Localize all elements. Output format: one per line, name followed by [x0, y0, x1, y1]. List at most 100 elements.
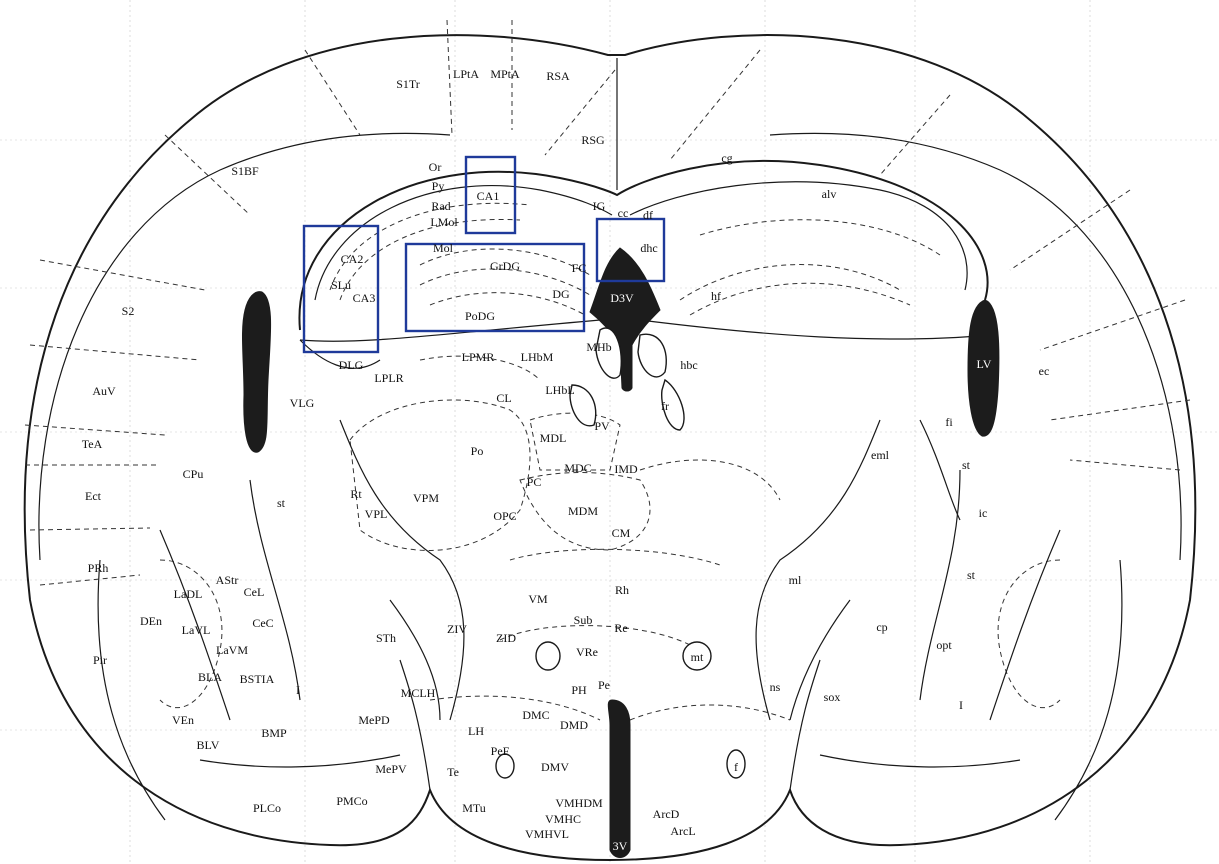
region-label-df: df	[643, 208, 653, 222]
region-label-pc: PC	[527, 475, 542, 489]
region-label-fi: fi	[945, 415, 953, 429]
region-label-cel: CeL	[244, 585, 265, 599]
region-label-ca2: CA2	[341, 252, 364, 266]
region-label-st-r: st	[962, 458, 971, 472]
region-label-dmv: DMV	[541, 760, 569, 774]
region-label-mdc: MDC	[564, 461, 591, 475]
region-label-vmhvl: VMHVL	[525, 827, 569, 841]
region-label-or: Or	[429, 160, 442, 174]
region-label-mepd: MePD	[358, 713, 390, 727]
region-label-rad: Rad	[431, 199, 450, 213]
region-label-d3v: D3V	[610, 291, 634, 305]
region-label-mhb: MHb	[586, 340, 611, 354]
region-label-blv: BLV	[197, 738, 220, 752]
region-label-i-l: I	[296, 683, 300, 697]
region-label-st-l: st	[277, 496, 286, 510]
region-label-sub: Sub	[574, 613, 593, 627]
region-label-pir: Pir	[93, 653, 107, 667]
region-label-ven: VEn	[172, 713, 194, 727]
region-label-pv: PV	[594, 419, 610, 433]
region-label-mpta: MPtA	[490, 67, 520, 81]
region-label-eml: eml	[871, 448, 890, 462]
region-label-lh: LH	[468, 724, 484, 738]
region-label-pef: PeF	[491, 744, 510, 758]
region-label-sox: sox	[824, 690, 841, 704]
region-label-dlg: DLG	[339, 358, 364, 372]
region-label-s1tr: S1Tr	[396, 77, 420, 91]
region-label-arcl: ArcL	[670, 824, 695, 838]
region-label-te: Te	[447, 765, 459, 779]
region-label-podg: PoDG	[465, 309, 495, 323]
region-label-rsg: RSG	[581, 133, 605, 147]
region-label-bla: BLA	[198, 670, 222, 684]
region-label-lmol: LMol	[430, 215, 458, 229]
region-label-vpm: VPM	[413, 491, 439, 505]
region-label-arcd: ArcD	[653, 807, 680, 821]
region-label-st-r2: st	[967, 568, 976, 582]
fornix-hole-left	[536, 642, 560, 670]
region-label-dhc: dhc	[640, 241, 657, 255]
region-label-mclh: MCLH	[401, 686, 436, 700]
region-label-mdm: MDM	[568, 504, 598, 518]
region-label-auv: AuV	[92, 384, 116, 398]
region-label-ladl: LaDL	[174, 587, 203, 601]
region-label-sth: STh	[376, 631, 396, 645]
region-label-f: f	[734, 760, 738, 774]
region-label-lhbm: LHbM	[521, 350, 554, 364]
region-label-rh: Rh	[615, 583, 629, 597]
region-label-lpmr: LPMR	[462, 350, 495, 364]
region-label-s2: S2	[122, 304, 135, 318]
region-label-zid: ZID	[496, 631, 516, 645]
region-label-po: Po	[471, 444, 484, 458]
region-label-ph: PH	[571, 683, 587, 697]
region-label-fc: FC	[572, 261, 587, 275]
region-label-alv: alv	[822, 187, 837, 201]
lateral-ventricle-left	[242, 292, 270, 453]
region-label-mepv: MePV	[375, 762, 407, 776]
region-label-ca1: CA1	[477, 189, 500, 203]
region-label-bmp: BMP	[261, 726, 287, 740]
region-label-mt: mt	[691, 650, 704, 664]
region-label-vmhc: VMHC	[545, 812, 581, 826]
region-label-pe: Pe	[598, 678, 610, 692]
region-label-pmco: PMCo	[336, 794, 367, 808]
region-label-ec: ec	[1039, 364, 1050, 378]
region-label-lplr: LPLR	[374, 371, 403, 385]
region-label-i-r: I	[959, 698, 963, 712]
region-label-ic: ic	[979, 506, 988, 520]
region-label-dmc: DMC	[522, 708, 549, 722]
region-label-cp: cp	[876, 620, 887, 634]
region-label-cg: cg	[721, 151, 732, 165]
region-label-cm: CM	[612, 526, 631, 540]
region-label-re: Re	[614, 621, 627, 635]
region-label-dmd: DMD	[560, 718, 588, 732]
region-label-hf: hf	[711, 289, 721, 303]
region-label-mol: Mol	[433, 241, 454, 255]
region-label-vre: VRe	[576, 645, 598, 659]
region-label-ml: ml	[789, 573, 802, 587]
region-label-ect: Ect	[85, 489, 102, 503]
region-label-ns: ns	[770, 680, 781, 694]
region-label-lavl: LaVL	[182, 623, 211, 637]
region-label-hbc: hbc	[680, 358, 697, 372]
region-label-rsa: RSA	[546, 69, 570, 83]
region-label-lavm: LaVM	[216, 643, 248, 657]
region-label-mtu: MTu	[462, 801, 486, 815]
region-label-cec: CeC	[252, 616, 273, 630]
region-label-py: Py	[432, 179, 445, 193]
region-label-cl: CL	[496, 391, 511, 405]
region-label-den: DEn	[140, 614, 162, 628]
region-label-vlg: VLG	[290, 396, 315, 410]
region-label-ig: IG	[593, 199, 606, 213]
region-label-rt: Rt	[350, 487, 362, 501]
region-label-ziv: ZIV	[447, 622, 467, 636]
fiber-tracts	[300, 328, 960, 778]
region-label-vpl: VPL	[365, 507, 388, 521]
region-label-opt: opt	[936, 638, 952, 652]
region-label-imd: IMD	[614, 462, 638, 476]
region-label-cc: cc	[618, 206, 629, 220]
region-label-lv: LV	[977, 357, 992, 371]
region-label-astr: AStr	[216, 573, 239, 587]
